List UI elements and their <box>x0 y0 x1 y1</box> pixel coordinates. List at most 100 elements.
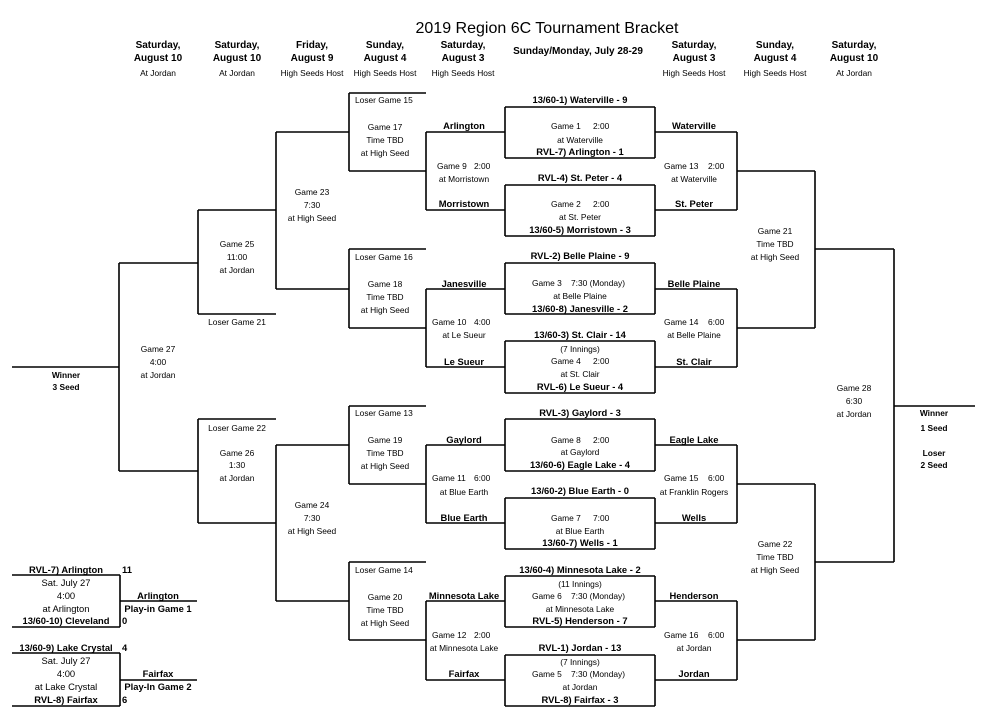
team-name: Belle Plaine <box>667 278 721 289</box>
col-header-date: August 3 <box>441 53 485 64</box>
winner-label: Winner <box>919 408 949 418</box>
team-name: St. Peter <box>674 198 714 209</box>
matchup-team-bottom: RVL-8) Fairfax - 3 <box>541 694 619 705</box>
team-name: Henderson <box>669 590 719 601</box>
col-header-date: August 4 <box>363 53 407 64</box>
playin-winner: Fairfax <box>142 668 174 679</box>
game-number: Game 21 <box>757 226 793 236</box>
col-header-day: Sunday, <box>755 40 795 51</box>
game-location: at Morristown <box>438 174 490 184</box>
matchup-team-bottom: RVL-6) Le Sueur - 4 <box>536 381 624 392</box>
game-location: at Arlington <box>42 603 90 614</box>
game-number: Game 24 <box>294 500 330 510</box>
col-header-date: August 4 <box>753 53 797 64</box>
game-location: at High Seed <box>360 618 410 628</box>
col-header-location: High Seeds Host <box>662 68 726 78</box>
game-number: Game 10 <box>432 317 467 327</box>
matchup-team-bottom: RVL-5) Henderson - 7 <box>532 615 628 626</box>
game-time: 7:30 <box>303 513 321 523</box>
matchup-team-top: 13/60-3) St. Clair - 14 <box>534 329 626 340</box>
team-name: Eagle Lake <box>669 434 719 445</box>
game-location: at Blue Earth <box>555 526 605 536</box>
game-time: 2:00 <box>593 356 610 366</box>
col-header-location: High Seeds Host <box>743 68 807 78</box>
game-number: Game 3 <box>532 278 562 288</box>
playin-team-bottom: RVL-8) Fairfax <box>34 694 98 705</box>
team-name: Janesville <box>441 278 487 289</box>
team-name: Gaylord <box>446 434 482 445</box>
game-location: at Jordan <box>219 265 255 275</box>
seed-label: 3 Seed <box>52 382 80 392</box>
game-time: 4:00 <box>56 590 76 601</box>
loser-of-label: Loser Game 22 <box>208 423 266 433</box>
col-header-day: Saturday, <box>671 40 717 51</box>
col-header-location: High Seeds Host <box>431 68 495 78</box>
innings-note: (11 Innings) <box>558 579 602 589</box>
game-time: 6:30 <box>845 396 863 406</box>
matchup-team-top: RVL-3) Gaylord - 3 <box>539 407 621 418</box>
game-location: at Minnesota Lake <box>429 643 499 653</box>
game-date: Sat. July 27 <box>41 577 91 588</box>
game-time: Time TBD <box>756 239 794 249</box>
col-header-date: August 10 <box>829 53 879 64</box>
matchup-team-top: 13/60-1) Waterville - 9 <box>532 94 628 105</box>
game-time: Time TBD <box>366 605 404 615</box>
game-time: 11:00 <box>226 252 248 262</box>
game-location: at Jordan <box>140 370 176 380</box>
game-number: Game 9 <box>437 161 467 171</box>
loser-label: Loser <box>922 448 946 458</box>
game-number: Game 7 <box>551 513 581 523</box>
game-location: at St. Peter <box>559 212 601 222</box>
game-location: at High Seed <box>287 526 337 536</box>
game-location: at Jordan <box>219 473 255 483</box>
team-name: Wells <box>681 512 707 523</box>
team-name: Blue Earth <box>440 512 488 523</box>
game-number: Game 15 <box>664 473 699 483</box>
game-number: Game 4 <box>551 356 581 366</box>
game-time: 2:00 <box>474 630 491 640</box>
loser-of-label: Loser Game 15 <box>355 95 413 105</box>
winner-label: Winner <box>51 370 81 380</box>
game-location: at Belle Plaine <box>553 291 607 301</box>
game-location: at High Seed <box>287 213 337 223</box>
game-location: at Waterville <box>671 174 717 184</box>
team-name: Le Sueur <box>443 356 485 367</box>
col-header-date: August 3 <box>672 53 716 64</box>
game-location: at High Seed <box>750 252 800 262</box>
game-location: at Le Sueur <box>442 330 486 340</box>
game-time: 6:00 <box>474 473 491 483</box>
game-number: Game 19 <box>367 435 403 445</box>
game-time: 4:00 <box>56 668 76 679</box>
col-header-location: High Seeds Host <box>353 68 417 78</box>
game-location: at Waterville <box>557 135 603 145</box>
game-time: Time TBD <box>366 292 404 302</box>
game-number: Game 11 <box>432 473 466 483</box>
col-header-day: Saturday, <box>135 40 181 51</box>
game-number: Game 1 <box>551 121 581 131</box>
game-number: Game 14 <box>664 317 699 327</box>
team-name: St. Clair <box>676 356 712 367</box>
col-header-day: Saturday, <box>831 40 877 51</box>
game-time: 4:00 <box>149 357 167 367</box>
game-time: 7:30 <box>303 200 321 210</box>
game-number: Game 23 <box>294 187 330 197</box>
game-time: 7:30 (Monday) <box>571 591 625 601</box>
game-location: at Jordan <box>836 409 872 419</box>
col-header-location: High Seeds Host <box>280 68 344 78</box>
team-name: Arlington <box>443 120 485 131</box>
matchup-team-bottom: 13/60-5) Morristown - 3 <box>529 224 631 235</box>
game-time: 2:00 <box>474 161 491 171</box>
game-location: at Lake Crystal <box>34 681 98 692</box>
game-time: 6:00 <box>708 473 725 483</box>
game-location: at High Seed <box>750 565 800 575</box>
game-time: Time TBD <box>366 135 404 145</box>
col-header-day: Sunday, <box>365 40 405 51</box>
matchup-team-top: RVL-2) Belle Plaine - 9 <box>530 250 630 261</box>
game-number: Game 17 <box>367 122 403 132</box>
game-time: 7:30 (Monday) <box>571 669 625 679</box>
playin-label: Play-In Game 2 <box>124 681 192 692</box>
game-number: Game 20 <box>367 592 403 602</box>
matchup-team-bottom: 13/60-6) Eagle Lake - 4 <box>529 459 631 470</box>
